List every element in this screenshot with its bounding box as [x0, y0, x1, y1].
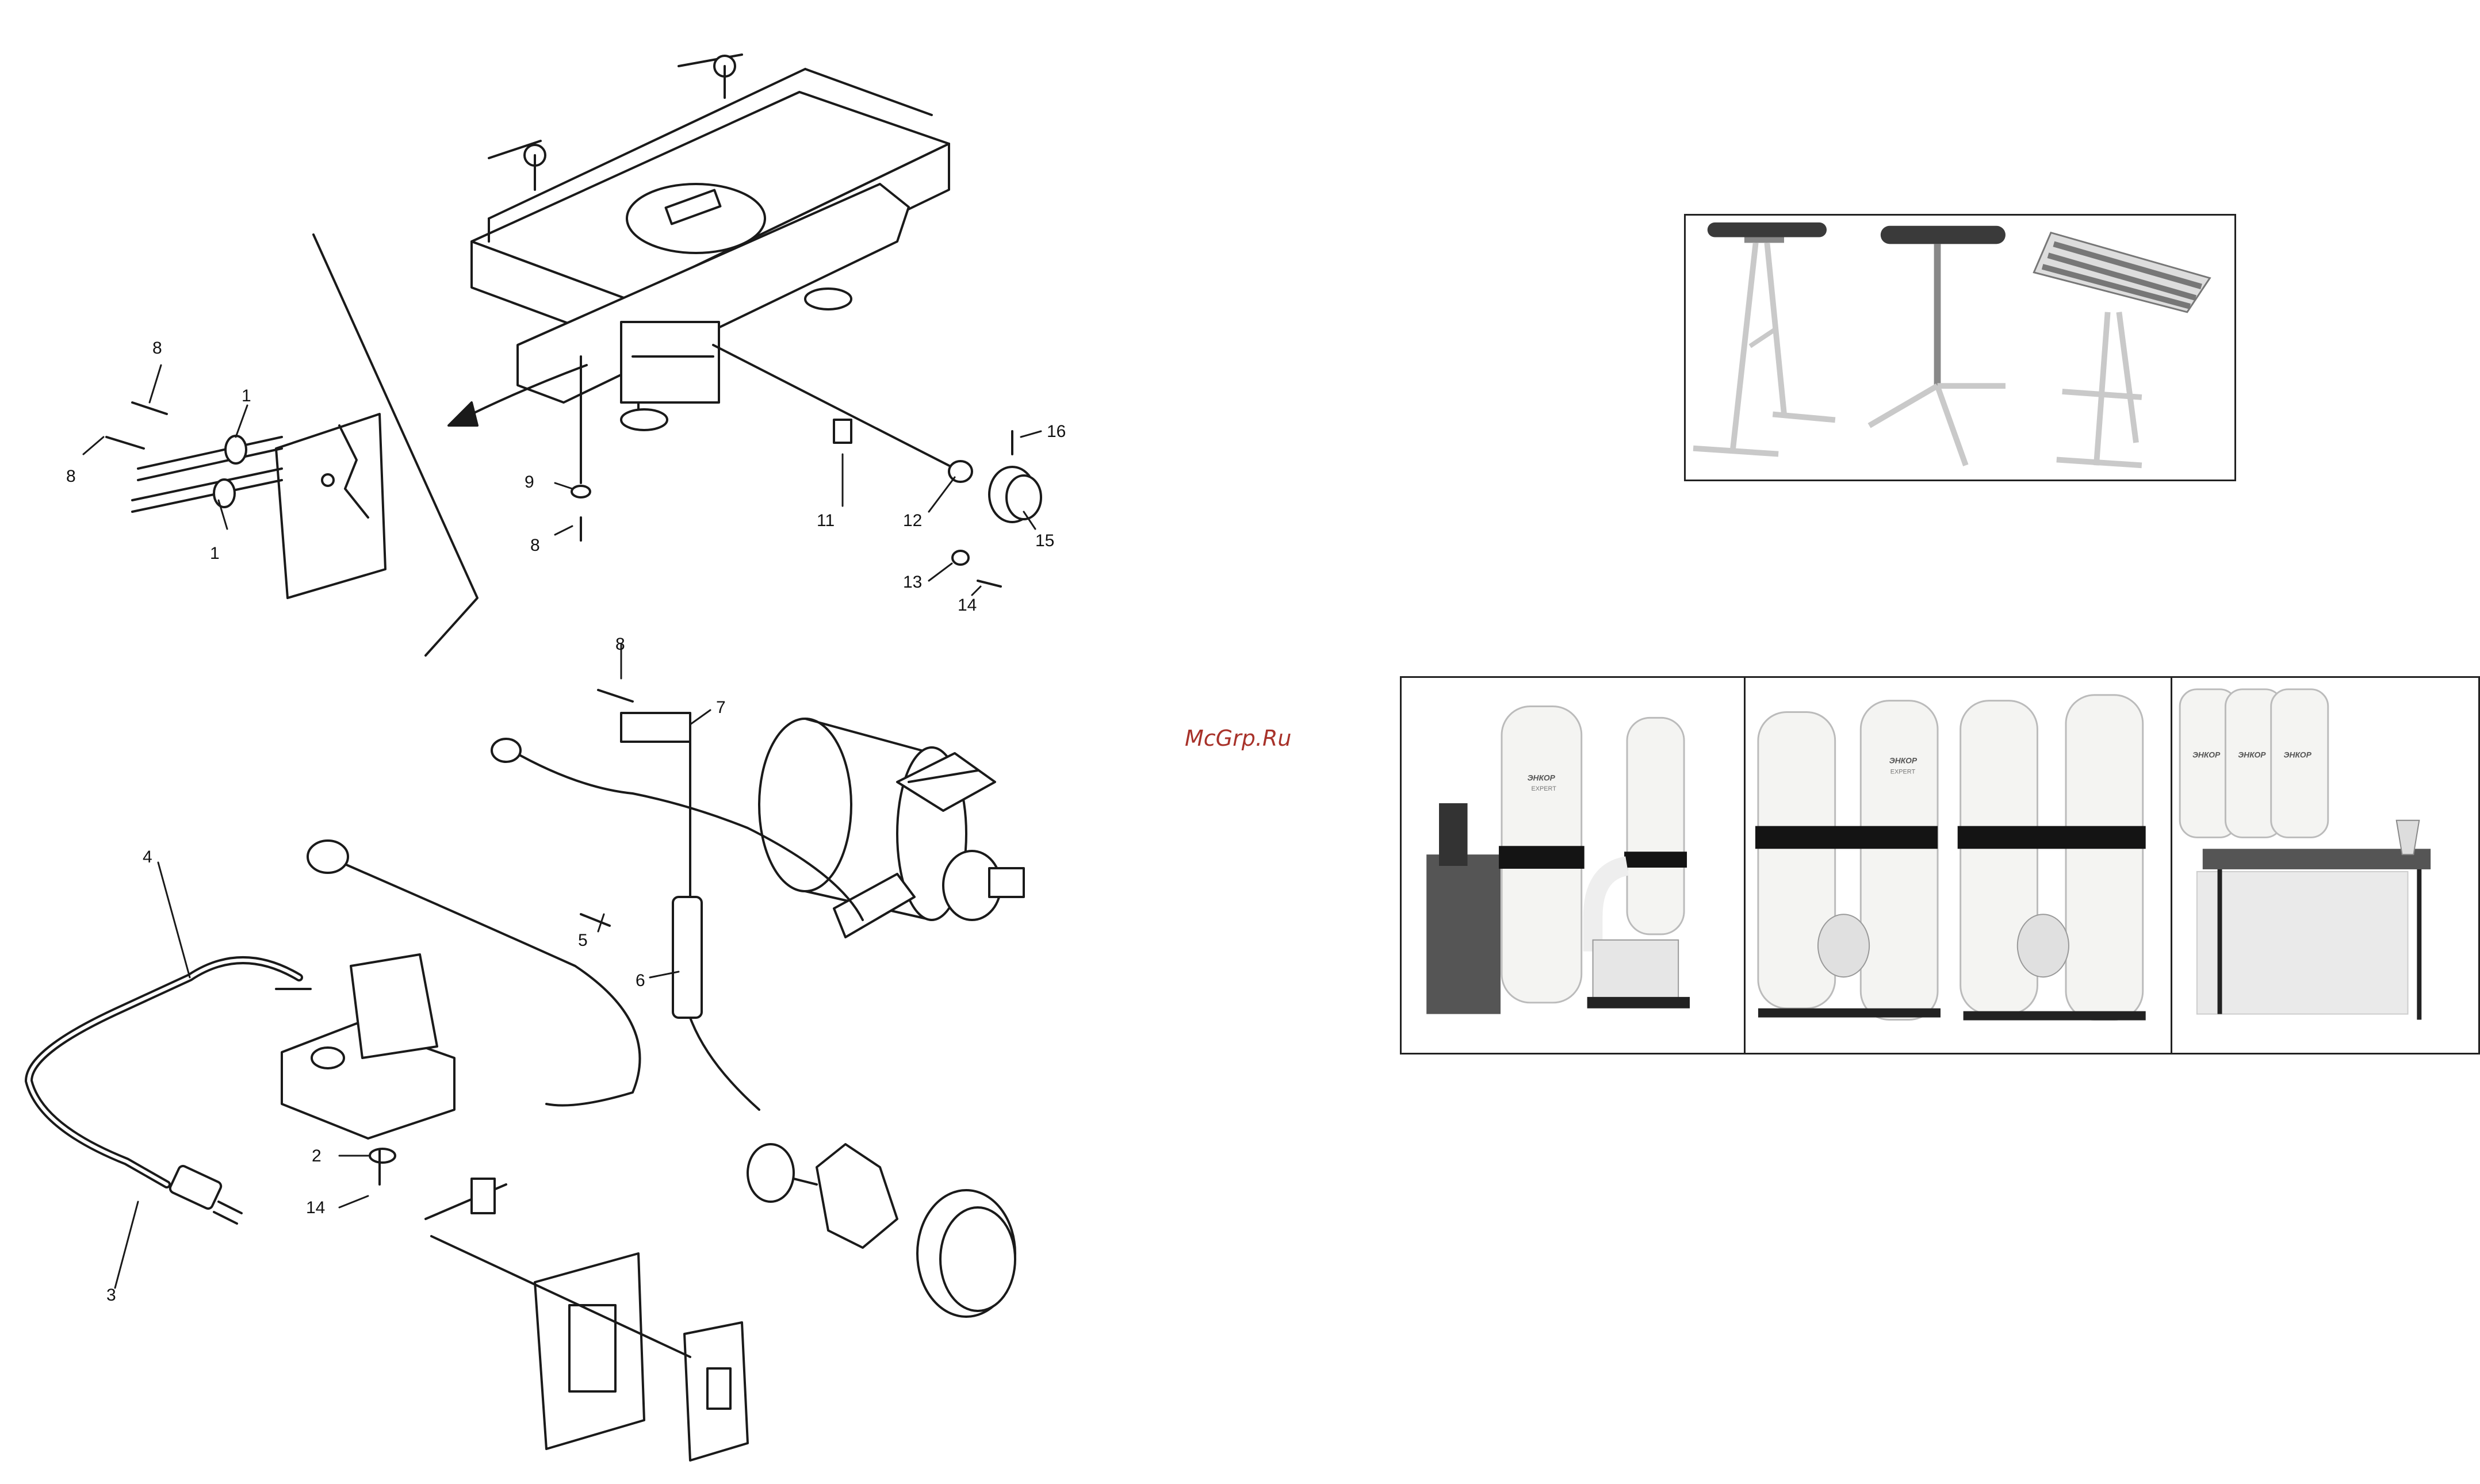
dust-collector-brand-label-2: ЭНКОР — [1889, 756, 1918, 765]
switch-bracket-detail — [106, 402, 385, 598]
dust-collector-brand-label-5: ЭНКОР — [2284, 750, 2312, 760]
dust-collector-double-1: ЭНКОР EXPERT — [1755, 701, 1941, 1020]
dust-collector-brand-label-4: ЭНКОР — [2238, 750, 2266, 760]
roller-stand-3 — [2034, 233, 2210, 466]
fence-knob-right — [679, 55, 742, 98]
callout-14-right: 14 — [958, 596, 977, 615]
fence-knob-left — [489, 141, 545, 190]
callout-11: 11 — [817, 511, 835, 530]
power-cord — [29, 960, 311, 1224]
callout-2: 2 — [312, 1146, 322, 1165]
jointer-machine — [472, 55, 949, 430]
callout-1-lower: 1 — [210, 544, 220, 563]
dust-collector-brand-label: ЭНКОР — [1528, 773, 1556, 782]
callout-8-top-left: 8 — [152, 339, 162, 358]
roller-stands-photo — [1684, 214, 2236, 481]
lower-switch-mechanism — [426, 1144, 1015, 1460]
callout-13: 13 — [903, 573, 922, 592]
callout-7: 7 — [716, 698, 726, 717]
dust-collector-brand-label-3: ЭНКОР — [2192, 750, 2221, 760]
dust-collector-model-label: EXPERT — [1532, 785, 1557, 792]
callout-16: 16 — [1047, 422, 1066, 441]
dust-collector-triple: ЭНКОР ЭНКОР ЭНКОР — [2180, 689, 2431, 1020]
roller-stand-2 — [1869, 226, 2006, 466]
dust-collector-double-2 — [1958, 695, 2146, 1021]
callout-3: 3 — [106, 1286, 116, 1305]
exploded-parts-diagram: 8 1 8 1 9 8 11 12 13 14 15 16 8 7 5 6 4 … — [0, 0, 1179, 1484]
callout-4: 4 — [143, 848, 152, 866]
callout-6: 6 — [636, 971, 645, 990]
callout-8-mid: 8 — [615, 635, 625, 654]
dust-collectors-photo: ЭНКОР EXPERT ЭНКОР EXPERT — [1400, 676, 2480, 1054]
callout-8-center: 8 — [530, 536, 540, 555]
callout-12: 12 — [903, 511, 922, 530]
callout-1-upper: 1 — [242, 386, 251, 405]
callout-15: 15 — [1035, 531, 1054, 550]
motor — [759, 719, 1024, 937]
dust-collector-single-2 — [1587, 718, 1690, 1008]
watermark: McGrp.Ru — [1185, 726, 1291, 751]
callout-14-left: 14 — [306, 1198, 325, 1217]
roller-stand-1 — [1693, 223, 1835, 454]
callout-5: 5 — [578, 931, 588, 950]
callout-9: 9 — [525, 473, 534, 492]
callout-8-left: 8 — [66, 467, 76, 486]
dust-collector-single-1: ЭНКОР EXPERT — [1426, 707, 1584, 1014]
dust-collector-model-label-2: EXPERT — [1890, 768, 1916, 775]
